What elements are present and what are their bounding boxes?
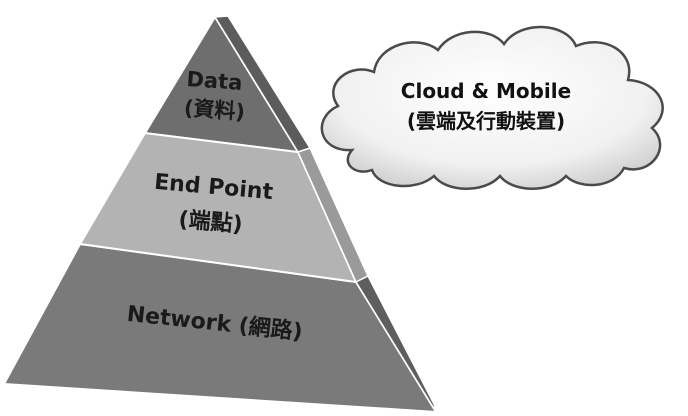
label-data-sub: (資料)	[183, 96, 246, 124]
pyramid	[2, 15, 438, 414]
cloud-shape	[320, 25, 664, 190]
label-data: Data	[186, 67, 243, 95]
cloud-label: Cloud & Mobile	[401, 79, 571, 103]
cloud-sublabel: (雲端及行動裝置)	[407, 109, 565, 133]
cloud: Cloud & Mobile (雲端及行動裝置)	[320, 25, 664, 190]
label-endpoint-sub: (端點)	[178, 207, 244, 237]
pyramid-side-bottom	[354, 274, 437, 413]
